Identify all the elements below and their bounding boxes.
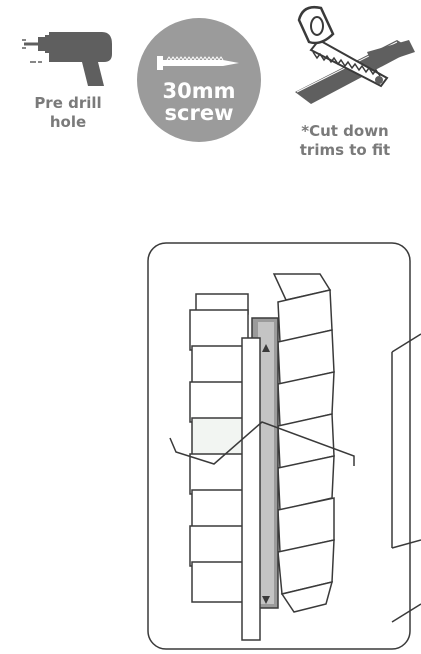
corner-trim-illustration <box>147 242 421 650</box>
drill-icon <box>22 32 112 86</box>
corner-trim <box>241 337 261 641</box>
screw-size: 30mm <box>162 79 236 103</box>
detail-frame <box>147 242 411 650</box>
saw-label-line1: *Cut down <box>301 122 389 140</box>
drill-tool: Pre drill hole <box>18 22 118 152</box>
saw-tool: *Cut down trims to fit <box>285 0 421 200</box>
screw-word: screw <box>164 101 234 125</box>
drill-label-line2: hole <box>49 113 87 131</box>
screw-badge: 30mm screw <box>137 18 261 142</box>
screw-icon <box>157 56 239 70</box>
saw-icon <box>295 6 415 104</box>
saw-label-line2: trims to fit <box>299 141 391 159</box>
left-siding <box>189 293 249 603</box>
cutaway-line <box>169 421 355 466</box>
right-siding <box>272 273 335 613</box>
drill-label-line1: Pre drill <box>34 94 102 112</box>
